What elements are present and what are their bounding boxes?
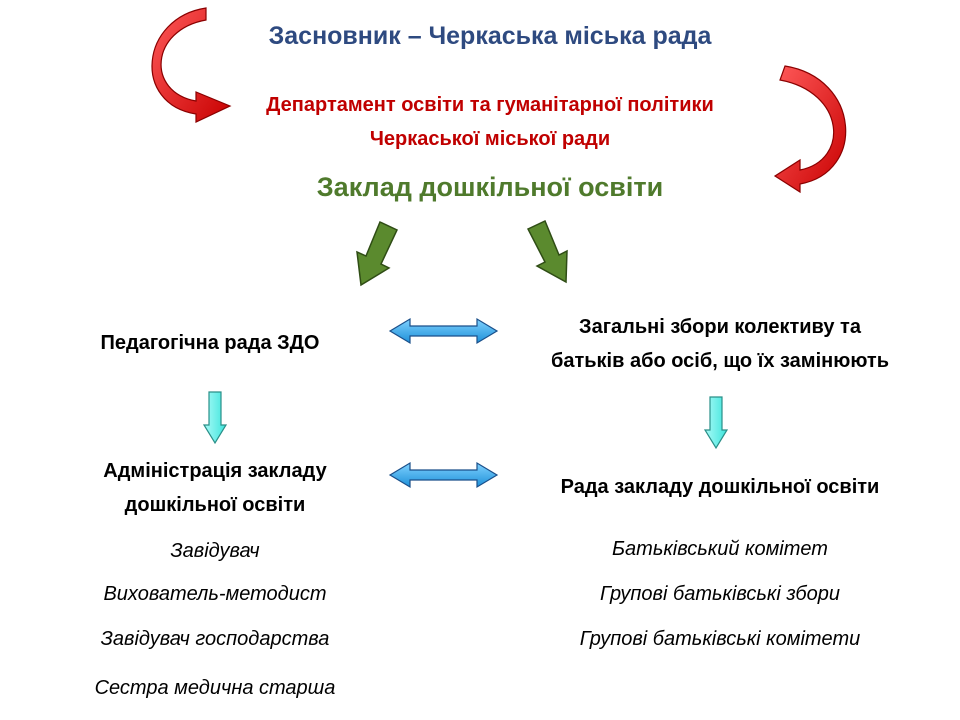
general-meeting-line-1: Загальні збори колективу та <box>579 316 861 338</box>
administration-member: Завідувач <box>170 540 260 562</box>
council-member: Групові батьківські збори <box>599 583 841 605</box>
down-arrow-right <box>703 396 729 450</box>
department-title: Департамент освіти та гуманітарної політ… <box>0 88 960 156</box>
council-member: Групові батьківські комітети <box>579 628 861 650</box>
green-arrow-right <box>526 219 568 284</box>
curved-arrow-right <box>773 65 847 194</box>
administration-member: Вихователь-методист <box>103 583 327 605</box>
department-line-2: Черкаської міської ради <box>369 128 611 150</box>
council-member: Батьківський комітет <box>612 538 828 560</box>
founder-title: Засновник – Черкаська міська рада <box>268 22 712 50</box>
pedagogical-council: Педагогічна рада ЗДО <box>100 332 320 354</box>
institution-title: Заклад дошкільної освіти <box>316 172 664 202</box>
double-arrow-bottom <box>388 461 499 489</box>
curved-arrow-left <box>151 7 232 123</box>
green-arrow-left <box>356 220 398 287</box>
administration-line-2: дошкільної освіти <box>124 494 306 516</box>
institution-council: Рада закладу дошкільної освіти <box>560 476 880 498</box>
administration-block: Адміністрація закладу дошкільної освіти <box>30 454 400 522</box>
general-meeting-block: Загальні збори колективу та батьків або … <box>520 310 920 378</box>
general-meeting-line-2: батьків або осіб, що їх замінюють <box>550 350 889 372</box>
department-line-1: Департамент освіти та гуманітарної політ… <box>266 94 714 116</box>
down-arrow-left <box>202 391 228 445</box>
administration-member: Сестра медична старша <box>94 677 336 699</box>
double-arrow-top <box>388 317 499 345</box>
administration-line-1: Адміністрація закладу <box>103 460 327 482</box>
administration-member: Завідувач господарства <box>100 628 330 650</box>
